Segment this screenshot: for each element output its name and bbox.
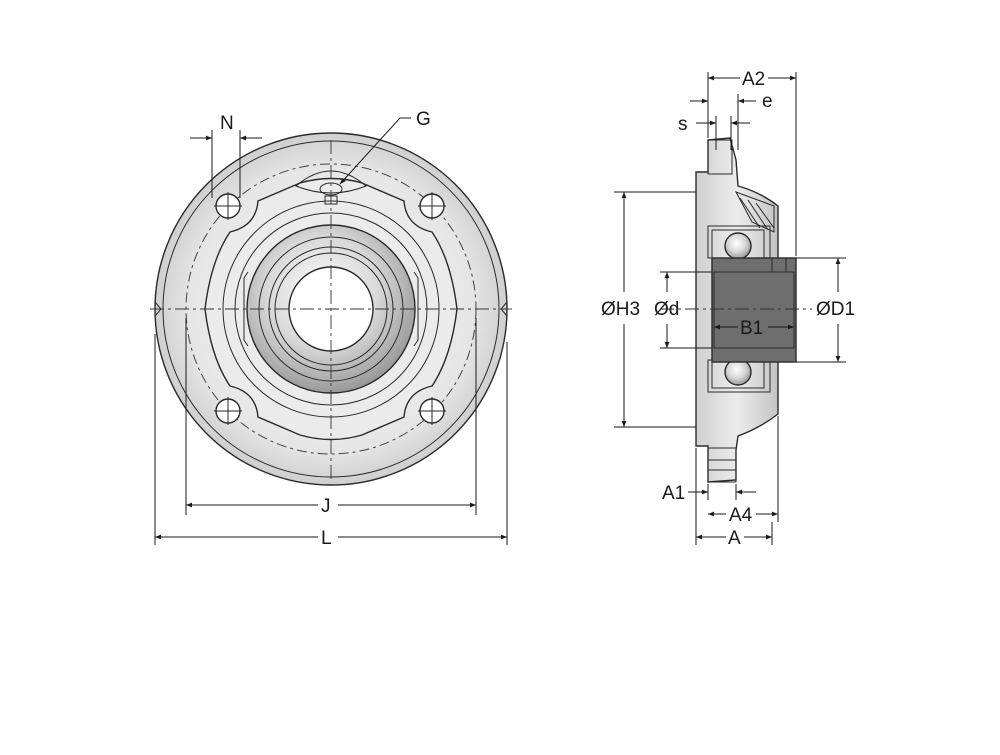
side-lower-spigot bbox=[707, 447, 737, 483]
label-g: G bbox=[416, 109, 431, 130]
grease-nipple-boss bbox=[295, 170, 367, 194]
side-view: A2 e s ØH3 Ød B1 ØD1 bbox=[601, 69, 855, 549]
label-s: s bbox=[678, 114, 688, 135]
bolt-hole-top-left bbox=[214, 192, 242, 220]
leader-g bbox=[339, 117, 411, 185]
label-a: A bbox=[728, 528, 741, 549]
label-l: L bbox=[321, 528, 332, 549]
label-d: Ød bbox=[654, 299, 679, 320]
hatch-line bbox=[739, 197, 761, 229]
label-b1: B1 bbox=[740, 318, 763, 339]
label-h3: ØH3 bbox=[601, 299, 640, 320]
side-shaft-bore bbox=[713, 271, 795, 349]
bolt-hole-top-right bbox=[418, 192, 446, 220]
label-a2: A2 bbox=[742, 69, 765, 90]
side-set-screw bbox=[771, 257, 787, 273]
front-view: N G J L bbox=[150, 109, 512, 549]
side-lower-ball bbox=[724, 358, 752, 386]
side-hatch-region bbox=[734, 191, 775, 233]
side-upper-ball bbox=[724, 232, 752, 260]
label-d1: ØD1 bbox=[816, 299, 855, 320]
label-a1: A1 bbox=[662, 483, 685, 504]
bolt-hole-bottom-left bbox=[214, 397, 242, 425]
label-j: J bbox=[321, 496, 331, 517]
label-a4: A4 bbox=[729, 505, 753, 526]
side-inner-ring bbox=[711, 257, 797, 363]
side-grease-nipple bbox=[707, 139, 733, 175]
bolt-hole-bottom-right bbox=[418, 397, 446, 425]
label-n: N bbox=[220, 113, 234, 134]
hatch-line bbox=[755, 202, 775, 229]
hatch-line bbox=[747, 199, 769, 231]
label-e: e bbox=[762, 91, 773, 112]
